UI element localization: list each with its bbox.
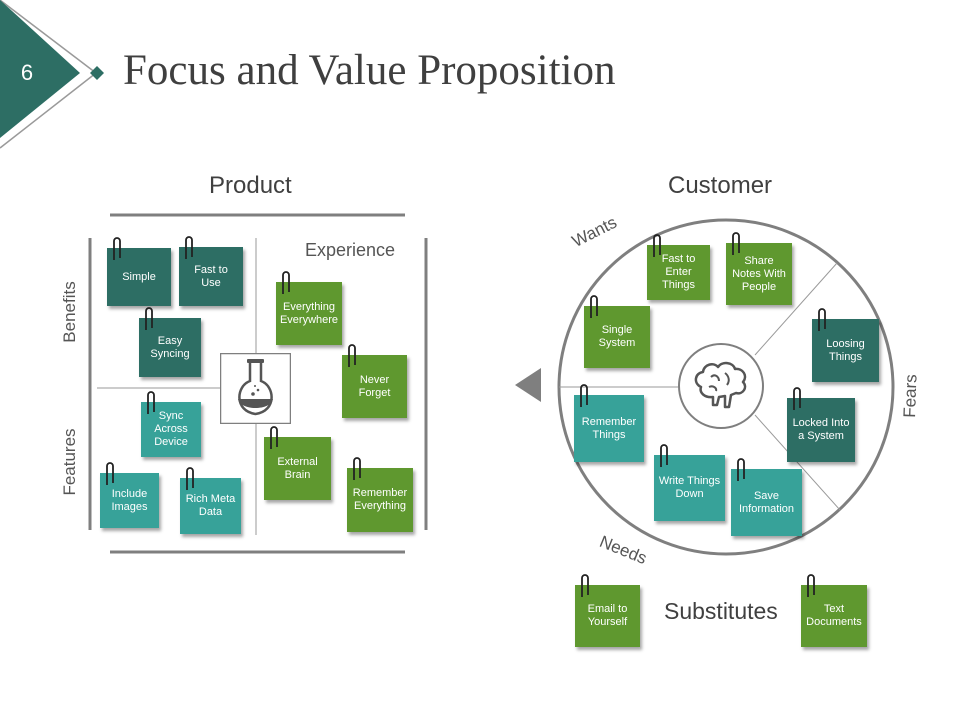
- paperclip-icon: [818, 308, 826, 331]
- product-frame: [88, 213, 428, 554]
- benefits-label: Benefits: [60, 281, 79, 343]
- product-heading: Product: [209, 172, 292, 199]
- note-rich-meta-data: Rich Meta Data: [180, 467, 241, 534]
- experience-label: Experience: [305, 240, 396, 260]
- note-sync-across-device: Sync Across Device: [141, 391, 201, 457]
- paperclip-icon: [348, 344, 356, 367]
- note-remember-everything: Remember Everything: [347, 457, 413, 532]
- paperclip-icon: [590, 295, 598, 318]
- note-save-information: Save Information: [731, 458, 802, 536]
- paperclip-icon: [106, 462, 114, 485]
- paperclip-icon: [113, 237, 121, 260]
- note-fast-to-use: Fast to Use: [179, 236, 243, 306]
- paperclip-icon: [145, 307, 153, 330]
- features-label: Features: [60, 428, 79, 496]
- note-easy-syncing: Easy Syncing: [139, 307, 201, 377]
- note-fast-to-enter-things: Fast to Enter Things: [647, 234, 710, 300]
- note-write-things-down: Write Things Down: [654, 444, 725, 521]
- flask-icon: [220, 353, 291, 424]
- paperclip-icon: [147, 391, 155, 414]
- triangle-arrow-icon: [515, 368, 541, 402]
- paperclip-icon: [732, 232, 740, 255]
- paperclip-icon: [186, 467, 194, 490]
- slide-number-badge: [0, 0, 104, 149]
- slide-number: 6: [20, 60, 34, 85]
- customer-circle: [515, 218, 895, 556]
- paperclip-icon: [353, 457, 361, 480]
- paperclip-icon: [660, 444, 668, 467]
- paperclip-icon: [737, 458, 745, 481]
- fears-label: Fears: [899, 373, 921, 419]
- brain-icon: [678, 343, 764, 429]
- note-text-documents: Text Documents: [801, 574, 867, 647]
- diamond-icon: [90, 66, 104, 80]
- page-title: Focus and Value Proposition: [123, 47, 616, 94]
- note-never-forget: Never Forget: [342, 344, 407, 418]
- paperclip-icon: [807, 574, 815, 597]
- note-single-system: Single System: [584, 295, 650, 368]
- note-locked-into-a-system: Locked Into a System: [787, 387, 855, 462]
- note-everything-everywhere: Everything Everywhere: [276, 271, 342, 345]
- note-share-notes-with-people: Share Notes With People: [726, 232, 792, 305]
- customer-heading: Customer: [668, 172, 773, 199]
- paperclip-icon: [793, 387, 801, 410]
- paperclip-icon: [653, 234, 661, 257]
- note-include-images: Include Images: [100, 462, 159, 528]
- paperclip-icon: [185, 236, 193, 259]
- paperclip-icon: [580, 384, 588, 407]
- note-email-to-yourself: Email to Yourself: [575, 574, 640, 647]
- note-external-brain: External Brain: [264, 426, 331, 500]
- substitutes-label: Substitutes: [664, 598, 778, 624]
- paperclip-icon: [282, 271, 290, 294]
- note-simple: Simple: [107, 237, 171, 306]
- paperclip-icon: [270, 426, 278, 449]
- paperclip-icon: [581, 574, 589, 597]
- note-loosing-things: Loosing Things: [812, 308, 879, 382]
- note-remember-things: Remember Things: [574, 384, 644, 462]
